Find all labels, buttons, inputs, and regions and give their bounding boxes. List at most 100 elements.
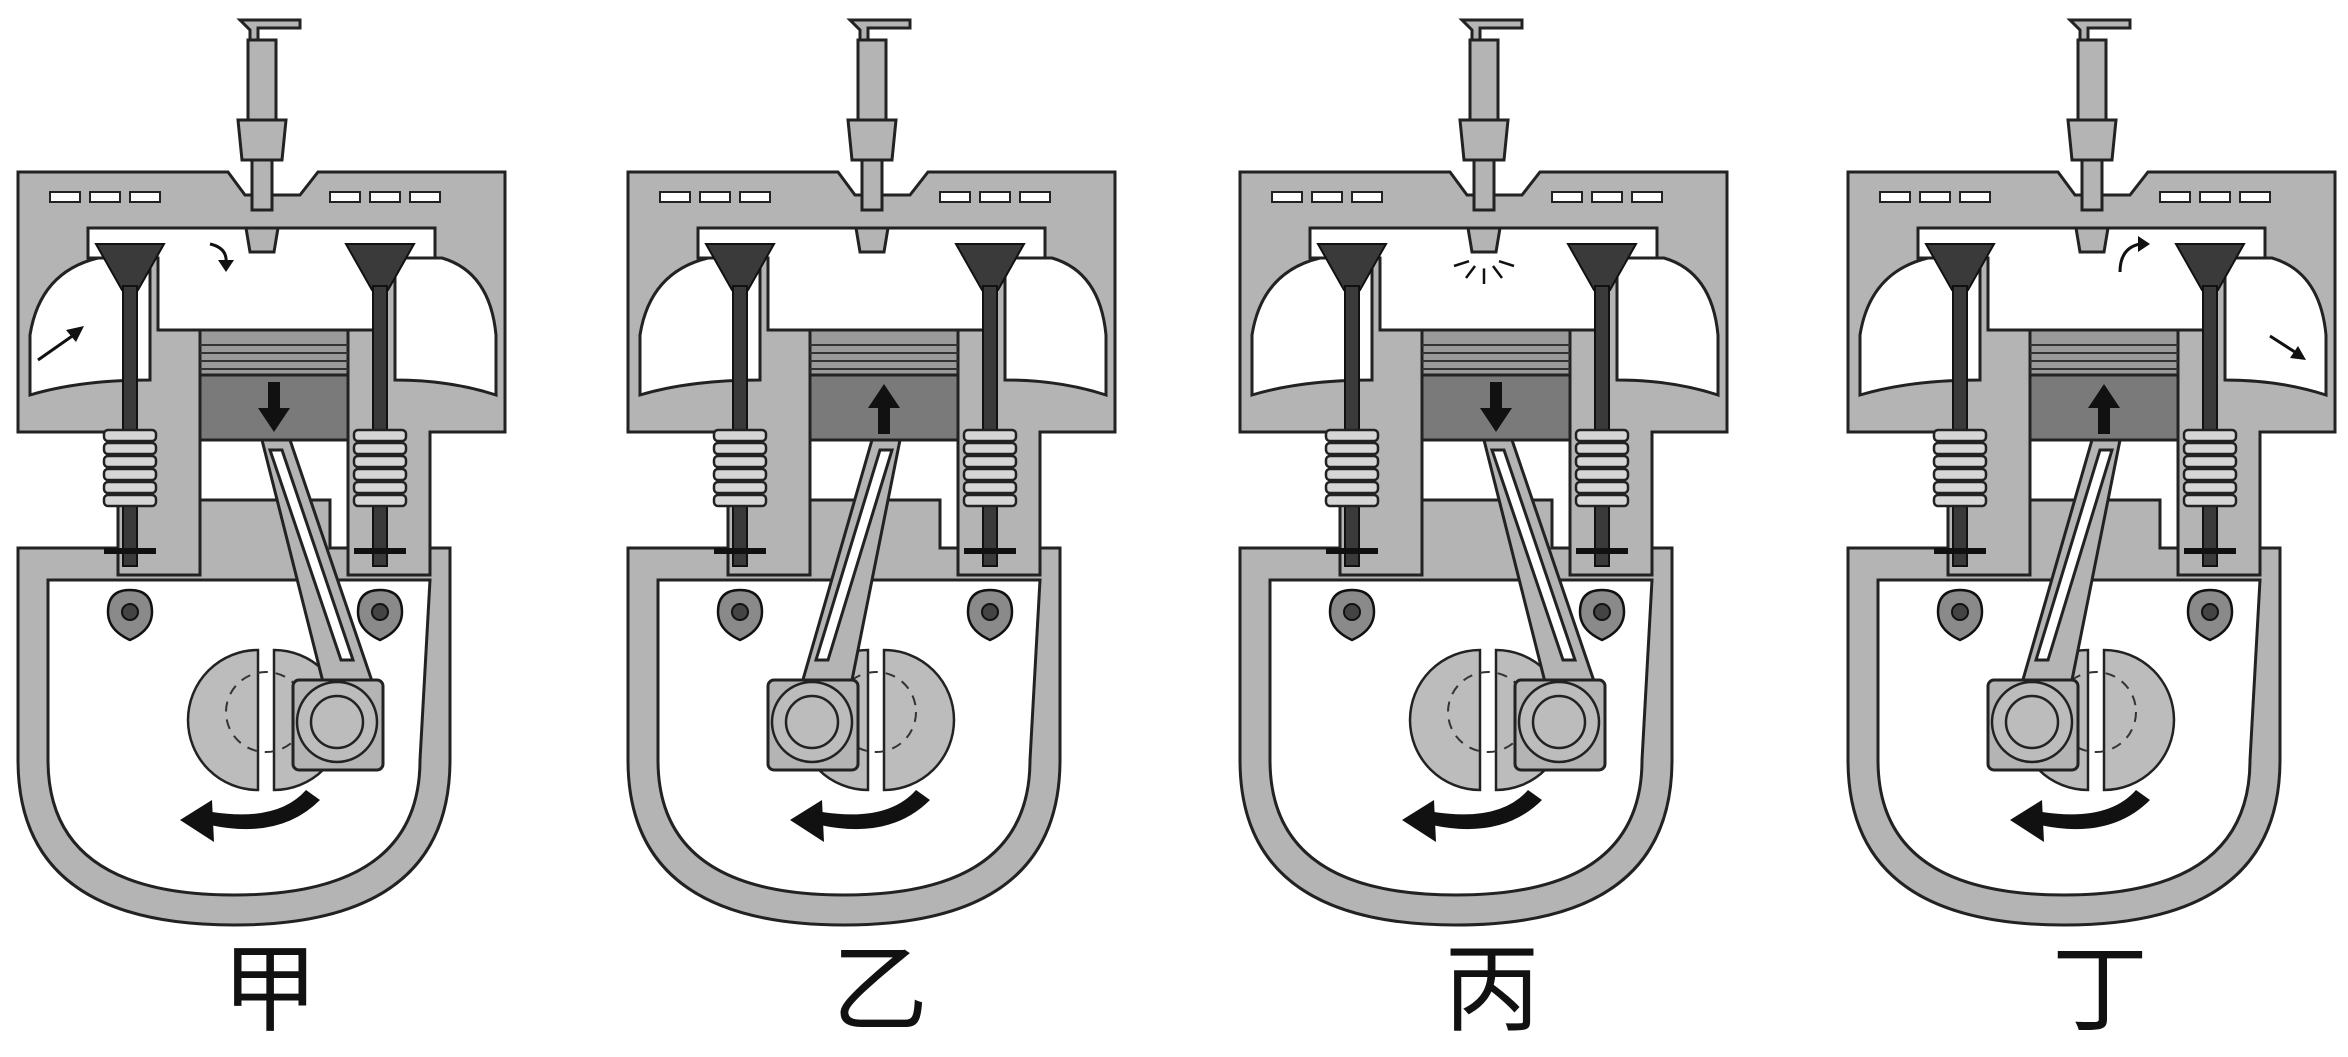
cooling-fin <box>329 191 361 203</box>
rotation-arrow-body <box>210 790 320 830</box>
intake-valve-spring-coil <box>712 493 768 508</box>
intake-valve-spring-coil <box>1932 454 1988 469</box>
exhaust-valve-spring-coil <box>1574 493 1630 508</box>
exhaust-valve-spring-coil <box>352 467 408 482</box>
spark-plug-terminal <box>236 18 302 42</box>
connecting-rod-slot <box>1489 448 1578 662</box>
exhaust-valve-spring-coil <box>2182 441 2238 456</box>
exhaust-valve-cam-shaft <box>981 603 999 621</box>
intake-valve-spring-coil <box>1932 480 1988 495</box>
cooling-fin <box>1631 191 1663 203</box>
rotation-arrow-head-icon <box>2010 800 2044 842</box>
rotation-arrow-head-icon <box>790 800 824 842</box>
intake-valve-spring-coil <box>102 454 158 469</box>
cooling-fin <box>89 191 121 203</box>
intake-valve-spring-coil <box>1932 467 1988 482</box>
exhaust-valve-spring-coil <box>352 441 408 456</box>
intake-valve-spring-coil <box>1324 454 1380 469</box>
engine-drawing-ding <box>1846 18 2337 927</box>
intake-valve-retainer <box>104 548 156 554</box>
exhaust-valve-spring-coil <box>352 428 408 443</box>
intake-valve-spring-coil <box>712 441 768 456</box>
exhaust-valve-stem <box>982 285 998 567</box>
spark-plug-hex <box>846 118 898 162</box>
intake-valve-stem <box>1344 285 1360 567</box>
intake-port <box>638 256 762 398</box>
exhaust-valve-spring-coil <box>962 441 1018 456</box>
rotation-arrow-head-icon <box>1402 800 1436 842</box>
cooling-fin <box>939 191 971 203</box>
exhaust-valve-cam-shaft <box>2201 603 2219 621</box>
exhaust-valve-spring-coil <box>352 454 408 469</box>
spark-plug-thread <box>250 158 274 212</box>
exhaust-valve-spring-coil <box>352 480 408 495</box>
exhaust-valve-spring-coil <box>962 428 1018 443</box>
cooling-fin <box>1551 191 1583 203</box>
spark-plug-thread <box>2080 158 2104 212</box>
cooling-fin <box>1879 191 1911 203</box>
connecting-rod-slot <box>813 448 895 662</box>
flywheel-dashed-circle <box>835 671 917 753</box>
intake-valve-cam-shaft <box>1343 603 1361 621</box>
intake-port <box>28 256 152 398</box>
flywheel-left-half <box>186 648 260 792</box>
exhaust-valve-spring-coil <box>2182 454 2238 469</box>
exhaust-valve-spring-coil <box>962 493 1018 508</box>
intake-valve-spring-coil <box>1324 467 1380 482</box>
spark-plug-tip <box>1466 226 1502 254</box>
spark-plug-tip <box>854 226 890 254</box>
spark-plug-tip <box>244 226 280 254</box>
exhaust-valve-spring-coil <box>1574 441 1630 456</box>
engine-panel-jia: 甲 <box>0 0 540 1057</box>
intake-valve-spring-coil <box>102 480 158 495</box>
exhaust-valve-retainer <box>354 548 406 554</box>
exhaust-valve-spring-coil <box>2182 480 2238 495</box>
spark-plug-body <box>856 38 888 122</box>
spark-plug-hex <box>236 118 288 162</box>
piston-arrow-shaft <box>2098 404 2110 434</box>
exhaust-valve-stem <box>2202 285 2218 567</box>
exhaust-valve-stem <box>372 285 388 567</box>
cooling-fin <box>49 191 81 203</box>
spark-plug-body <box>1468 38 1500 122</box>
chamber-exhaust-arrow-icon <box>2138 236 2150 252</box>
spark-ray <box>1453 260 1470 268</box>
piston-arrow-up-icon <box>868 384 900 408</box>
intake-valve-spring-coil <box>1932 428 1988 443</box>
exhaust-valve-spring-coil <box>1574 467 1630 482</box>
engine-drawing-jia <box>16 18 507 927</box>
exhaust-valve-spring-coil <box>962 467 1018 482</box>
engine-panel-yi: 乙 <box>610 0 1150 1057</box>
intake-valve-spring-coil <box>712 480 768 495</box>
cooling-fin <box>1271 191 1303 203</box>
connecting-rod-slot <box>2033 448 2115 662</box>
exhaust-valve-spring-coil <box>1574 480 1630 495</box>
exhaust-valve-retainer <box>964 548 1016 554</box>
intake-valve-spring-coil <box>102 428 158 443</box>
spark-plug-terminal <box>1458 18 1524 42</box>
exhaust-valve-retainer <box>1576 548 1628 554</box>
intake-port <box>1858 256 1982 398</box>
exhaust-port <box>393 256 498 398</box>
piston-arrow-down-icon <box>1480 408 1512 432</box>
cooling-fin <box>409 191 441 203</box>
piston-arrow-shaft <box>878 404 890 434</box>
crank-pin-inner <box>784 694 840 750</box>
piston-arrow-up-icon <box>2088 384 2120 408</box>
engine-panel-ding: 丁 <box>1830 0 2348 1057</box>
exhaust-valve-spring-coil <box>352 493 408 508</box>
intake-valve-spring-coil <box>712 467 768 482</box>
exhaust-port <box>2223 256 2328 398</box>
exhaust-port <box>1615 256 1720 398</box>
intake-valve-cam-shaft <box>1951 603 1969 621</box>
rotation-arrow-body <box>820 790 930 830</box>
engine-label-ding: 丁 <box>2052 934 2148 1046</box>
intake-valve-spring-coil <box>1932 441 1988 456</box>
exhaust-valve-spring-coil <box>2182 493 2238 508</box>
spark-plug-tip <box>2074 226 2110 254</box>
spark-plug-thread <box>1472 158 1496 212</box>
spark-ray <box>1465 265 1476 279</box>
piston-arrow-down-icon <box>258 408 290 432</box>
intake-valve-retainer <box>1934 548 1986 554</box>
cooling-fin <box>369 191 401 203</box>
